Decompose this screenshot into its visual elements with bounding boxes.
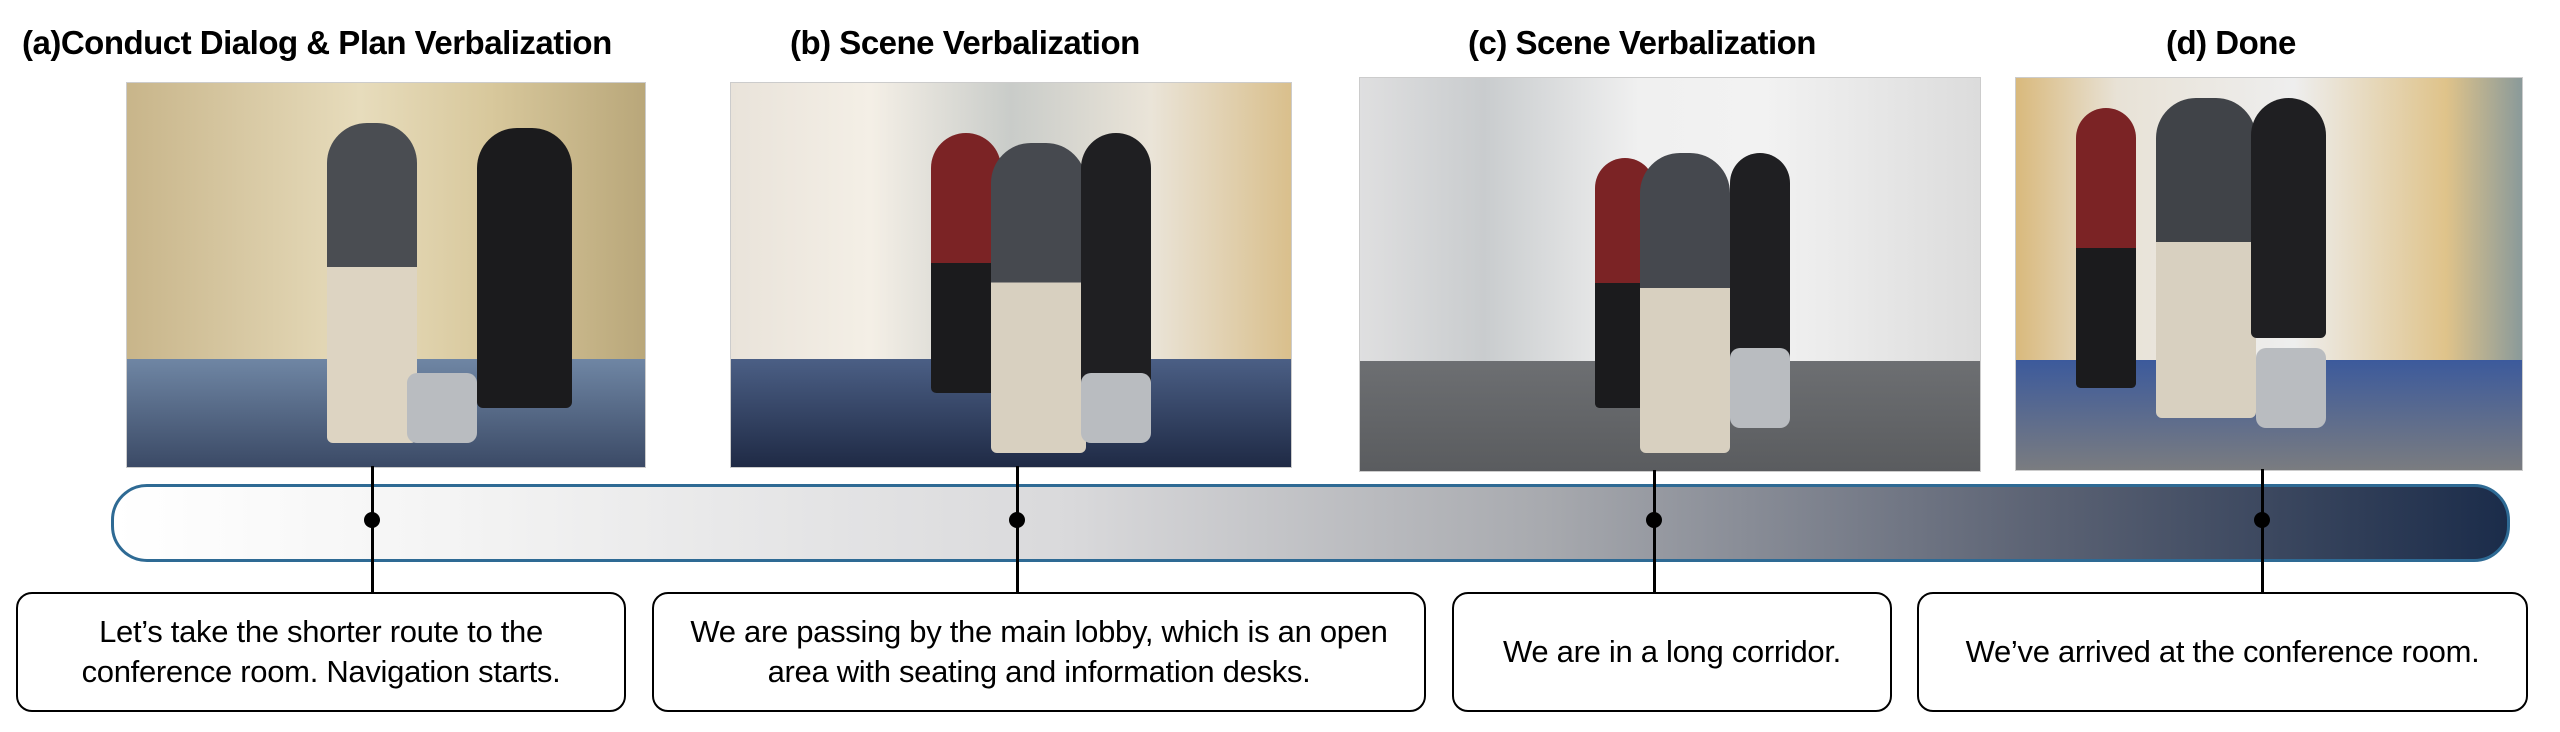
timeline-bar (111, 484, 2510, 562)
caption-c: We are in a long corridor. (1503, 634, 1841, 669)
caption-box-d: We’ve arrived at the conference room. (1917, 592, 2528, 712)
caption-box-c: We are in a long corridor. (1452, 592, 1892, 712)
caption-a: Let’s take the shorter route to the conf… (81, 614, 561, 689)
connector-b (1016, 466, 1019, 592)
timeline-dot-c (1646, 512, 1662, 528)
timeline-dot-d (2254, 512, 2270, 528)
photo-c (1359, 77, 1981, 472)
connector-a (371, 466, 374, 592)
timeline-dot-b (1009, 512, 1025, 528)
caption-box-b: We are passing by the main lobby, which … (652, 592, 1426, 712)
step-a-title: (a)Conduct Dialog & Plan Verbalization (22, 24, 612, 61)
caption-b: We are passing by the main lobby, which … (690, 614, 1388, 689)
connector-d (2261, 469, 2264, 592)
photo-a (126, 82, 646, 468)
step-c-title: (c) Scene Verbalization (1468, 24, 1816, 61)
step-b-title: (b) Scene Verbalization (790, 24, 1140, 61)
caption-d: We’ve arrived at the conference room. (1965, 634, 2480, 669)
step-d-title: (d) Done (2166, 24, 2296, 61)
connector-c (1653, 470, 1656, 592)
photo-b (730, 82, 1292, 468)
caption-box-a: Let’s take the shorter route to the conf… (16, 592, 626, 712)
photo-d (2015, 77, 2523, 471)
timeline-dot-a (364, 512, 380, 528)
